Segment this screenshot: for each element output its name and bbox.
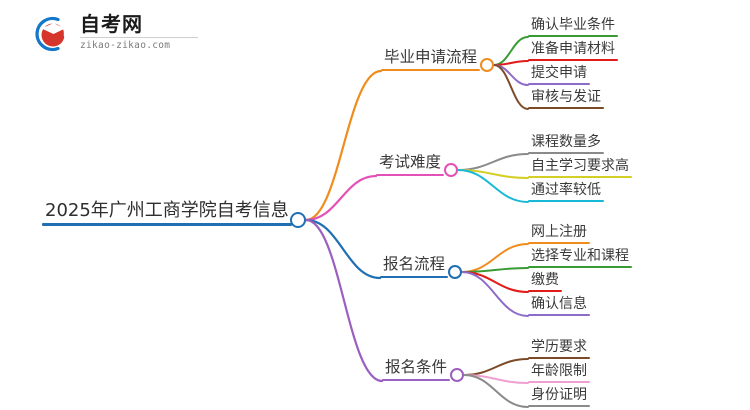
- branch-3-leaf-2[interactable]: 身份证明: [528, 388, 590, 407]
- branch-0-node[interactable]: 毕业申请流程: [381, 48, 481, 71]
- site-logo[interactable]: 自考网 zikao-zikao.com: [28, 12, 203, 56]
- branch-0-leaf-3-label: 审核与发证: [531, 89, 601, 105]
- branch-3-leaf-2-label: 身份证明: [531, 387, 587, 403]
- connector-line: [461, 271, 529, 317]
- root-node-underline: [42, 223, 292, 226]
- branch-3-leaf-1-label: 年龄限制: [531, 363, 587, 379]
- branch-2-leaf-3-label: 确认信息: [531, 296, 587, 312]
- connector-line: [463, 358, 529, 376]
- branch-2-node-label: 报名流程: [383, 255, 446, 273]
- branch-3-node-label: 报名条件: [385, 358, 448, 376]
- branch-2-leaf-0-label: 网上注册: [531, 224, 587, 240]
- branch-3-node-underline: [382, 378, 451, 381]
- branch-0-node-underline: [381, 68, 481, 71]
- branch-0-leaf-3[interactable]: 审核与发证: [528, 90, 604, 109]
- connector-line: [463, 374, 529, 408]
- branch-2-leaf-1-label: 选择专业和课程: [531, 248, 629, 264]
- branch-3-leaf-1[interactable]: 年龄限制: [528, 364, 590, 383]
- connector-line: [493, 64, 529, 86]
- connector-line: [457, 169, 529, 179]
- branch-2-leaf-2[interactable]: 缴费: [528, 273, 562, 292]
- branch-1-leaf-0[interactable]: 课程数量多: [528, 135, 604, 154]
- branch-2-leaf-1[interactable]: 选择专业和课程: [528, 249, 632, 268]
- branch-2-dot[interactable]: [448, 265, 462, 279]
- branch-3-leaf-0[interactable]: 学历要求: [528, 340, 590, 359]
- branch-1-node-underline: [376, 173, 445, 176]
- branch-2-leaf-0-underline: [528, 242, 590, 244]
- connector-line: [461, 267, 529, 273]
- connector-line: [493, 64, 529, 110]
- branch-0-leaf-1-label: 准备申请材料: [531, 41, 615, 57]
- branch-0-node-label: 毕业申请流程: [384, 48, 478, 66]
- root-node[interactable]: 2025年广州工商学院自考信息: [42, 202, 292, 226]
- connector-line: [304, 174, 378, 222]
- branch-2-leaf-0[interactable]: 网上注册: [528, 225, 590, 244]
- connector-line: [461, 243, 529, 273]
- connector-line: [304, 69, 383, 222]
- branch-1-node[interactable]: 考试难度: [376, 153, 445, 176]
- branch-2-leaf-3-underline: [528, 314, 590, 316]
- branch-3-leaf-2-underline: [528, 405, 590, 407]
- branch-3-leaf-0-label: 学历要求: [531, 339, 587, 355]
- branch-2-leaf-3[interactable]: 确认信息: [528, 297, 590, 316]
- branch-0-leaf-2[interactable]: 提交申请: [528, 66, 590, 85]
- logo-name-cn: 自考网: [80, 12, 143, 36]
- connector-line: [304, 218, 382, 280]
- logo-mark-icon: [35, 16, 66, 52]
- branch-2-leaf-2-label: 缴费: [531, 272, 559, 288]
- root-node-dot[interactable]: [290, 212, 306, 228]
- connector-line: [463, 374, 529, 384]
- branch-3-dot[interactable]: [450, 368, 464, 382]
- branch-2-node-underline: [380, 275, 449, 278]
- root-node-label: 2025年广州工商学院自考信息: [45, 200, 289, 221]
- connector-line: [493, 60, 529, 66]
- branch-2-leaf-1-underline: [528, 266, 632, 268]
- logo-url: zikao-zikao.com: [80, 40, 171, 51]
- branch-3-leaf-0-underline: [528, 357, 590, 359]
- connector-line: [493, 36, 529, 66]
- branch-1-leaf-2[interactable]: 通过率较低: [528, 183, 604, 202]
- branch-2-leaf-2-underline: [528, 290, 562, 292]
- branch-0-leaf-1-underline: [528, 59, 618, 61]
- connector-line: [457, 169, 529, 203]
- branch-0-leaf-3-underline: [528, 107, 604, 109]
- branch-2-node[interactable]: 报名流程: [380, 255, 449, 278]
- branch-0-leaf-0[interactable]: 确认毕业条件: [528, 18, 618, 37]
- branch-0-dot[interactable]: [480, 58, 494, 72]
- branch-1-node-label: 考试难度: [379, 153, 442, 171]
- branch-0-leaf-0-label: 确认毕业条件: [531, 17, 615, 33]
- branch-1-leaf-1-label: 自主学习要求高: [531, 158, 629, 174]
- branch-1-leaf-2-underline: [528, 200, 604, 202]
- branch-1-leaf-0-underline: [528, 152, 604, 154]
- branch-0-leaf-0-underline: [528, 35, 618, 37]
- branch-0-leaf-1[interactable]: 准备申请材料: [528, 42, 618, 61]
- branch-1-leaf-0-label: 课程数量多: [531, 134, 601, 150]
- branch-3-leaf-1-underline: [528, 381, 590, 383]
- logo-divider: [80, 37, 198, 38]
- connector-line: [461, 271, 529, 293]
- connector-line: [457, 153, 529, 171]
- branch-1-dot[interactable]: [444, 163, 458, 177]
- branch-0-leaf-2-underline: [528, 83, 590, 85]
- branch-1-leaf-1-underline: [528, 176, 632, 178]
- branch-0-leaf-2-label: 提交申请: [531, 65, 587, 81]
- branch-1-leaf-1[interactable]: 自主学习要求高: [528, 159, 632, 178]
- branch-3-node[interactable]: 报名条件: [382, 358, 451, 381]
- branch-1-leaf-2-label: 通过率较低: [531, 182, 601, 198]
- connector-line: [304, 218, 384, 383]
